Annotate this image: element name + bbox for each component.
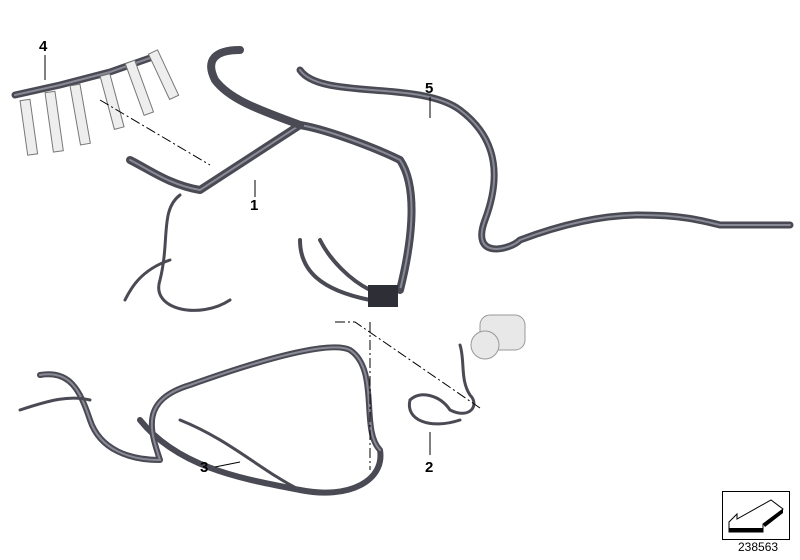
part-2-starter-cable [407, 314, 526, 426]
callout-4: 4 [39, 38, 48, 55]
callout-2: 2 [425, 459, 434, 476]
part-5-harness [296, 66, 794, 253]
catalog-number: 238563 [738, 540, 779, 554]
callout-5: 5 [425, 80, 434, 97]
callout-3: 3 [200, 459, 209, 476]
part-1-engine-harness [123, 46, 416, 312]
part-3-harness [18, 344, 384, 496]
callout-1: 1 [250, 197, 259, 214]
arrow-down-left-icon [722, 491, 790, 540]
part-4-injector-harness [11, 49, 180, 156]
